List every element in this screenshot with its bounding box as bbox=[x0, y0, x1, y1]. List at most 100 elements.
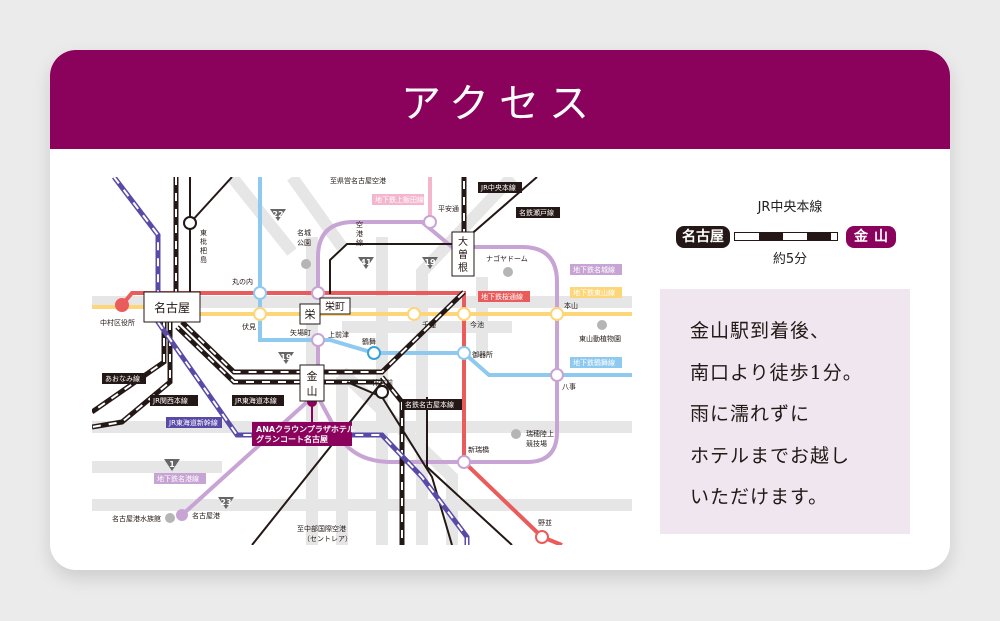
svg-text:地下鉄名城線: 地下鉄名城線 bbox=[573, 265, 615, 274]
svg-text:今池: 今池 bbox=[470, 320, 484, 329]
svg-text:野並: 野並 bbox=[538, 518, 552, 527]
svg-text:神宮前: 神宮前 bbox=[372, 378, 393, 387]
svg-text:平安通: 平安通 bbox=[438, 204, 459, 213]
label-shinkansen: JR東海道新幹線 bbox=[166, 417, 222, 428]
route-shield-41: 41 bbox=[358, 257, 374, 269]
meijo-line bbox=[316, 220, 559, 464]
svg-text:19: 19 bbox=[280, 353, 292, 362]
label-jr-tokaido: JR東海道本線 bbox=[232, 395, 284, 406]
route-map: 22 41 19 19 1 23 bbox=[92, 177, 632, 545]
svg-text:瑞穂陸上: 瑞穂陸上 bbox=[526, 429, 554, 438]
svg-text:名城: 名城 bbox=[297, 228, 311, 237]
station-sakaemachi: 栄町 bbox=[319, 297, 351, 315]
station-markers bbox=[115, 215, 564, 544]
svg-text:JR中央本線: JR中央本線 bbox=[480, 183, 516, 192]
svg-text:枇: 枇 bbox=[200, 237, 207, 246]
svg-text:公園: 公園 bbox=[297, 239, 311, 247]
label-meijo: 地下鉄名城線 bbox=[570, 264, 622, 275]
landmark-labels: 名城 公園 ナゴヤドーム 東山動植物園 瑞穂陸上 競技場 名古屋港水族館 至県営… bbox=[112, 177, 621, 543]
svg-text:金: 金 bbox=[307, 369, 318, 383]
svg-text:名古屋港水族館: 名古屋港水族館 bbox=[112, 514, 161, 523]
access-note-text: 金山駅到着後、 南口より徒歩1分。 雨に濡れずに ホテルまでお越し いただけます… bbox=[690, 320, 863, 508]
route-shield-22: 22 bbox=[270, 209, 286, 221]
svg-text:島: 島 bbox=[200, 255, 207, 264]
svg-text:御器所: 御器所 bbox=[472, 350, 493, 359]
svg-text:曽: 曽 bbox=[458, 248, 468, 261]
station-kanayama: 金 山 bbox=[299, 364, 325, 402]
svg-text:JR東海道本線: JR東海道本線 bbox=[234, 396, 277, 405]
landmark-dots bbox=[165, 259, 607, 523]
svg-text:1: 1 bbox=[169, 460, 175, 469]
label-sakura-dori: 地下鉄桜通線 bbox=[478, 291, 530, 302]
svg-text:JR関西本線: JR関西本線 bbox=[152, 396, 188, 405]
route-shield-23: 23 bbox=[218, 497, 234, 509]
svg-text:港: 港 bbox=[356, 229, 363, 238]
label-jr-kansai: JR関西本線 bbox=[150, 395, 198, 406]
svg-text:22: 22 bbox=[272, 210, 283, 219]
route-shield-1: 1 bbox=[164, 459, 180, 471]
svg-text:名鉄瀬戸線: 名鉄瀬戸線 bbox=[519, 208, 554, 217]
route-line-name: JR中央本線 bbox=[757, 200, 823, 215]
svg-text:地下鉄桜通線: 地下鉄桜通線 bbox=[481, 292, 523, 301]
svg-text:名古屋港: 名古屋港 bbox=[192, 511, 220, 520]
label-meitetsu-nagoya: 名鉄名古屋本線 bbox=[402, 399, 462, 410]
svg-text:41: 41 bbox=[360, 258, 372, 267]
svg-text:グランコート名古屋: グランコート名古屋 bbox=[256, 434, 328, 444]
svg-text:東山動植物園: 東山動植物園 bbox=[579, 334, 621, 343]
svg-text:八事: 八事 bbox=[562, 382, 576, 391]
svg-text:名古屋: 名古屋 bbox=[154, 300, 190, 315]
svg-text:根: 根 bbox=[458, 261, 468, 274]
svg-text:矢場町: 矢場町 bbox=[290, 328, 311, 337]
label-tsurumai: 地下鉄鶴舞線 bbox=[570, 357, 622, 368]
svg-text:新瑞橋: 新瑞橋 bbox=[468, 445, 489, 454]
svg-text:千種: 千種 bbox=[422, 320, 436, 329]
route-shield-19-south: 19 bbox=[278, 352, 294, 364]
svg-text:伏見: 伏見 bbox=[242, 322, 256, 331]
svg-text:至県営名古屋空港: 至県営名古屋空港 bbox=[330, 177, 386, 185]
route-from-badge: 名古屋 bbox=[676, 226, 730, 248]
svg-text:ANAクラウンプラザホテル: ANAクラウンプラザホテル bbox=[256, 424, 355, 434]
svg-text:名鉄名古屋本線: 名鉄名古屋本線 bbox=[405, 400, 454, 409]
svg-text:競技場: 競技場 bbox=[526, 439, 547, 448]
station-labels: 東 枇 杷 島 丸の内 伏見 矢場町 上前津 鶴舞 千種 今池 御器所 本山 八… bbox=[100, 204, 578, 527]
svg-text:鶴舞: 鶴舞 bbox=[362, 337, 376, 346]
svg-text:杷: 杷 bbox=[200, 246, 207, 255]
svg-text:JR東海道新幹線: JR東海道新幹線 bbox=[168, 418, 218, 427]
svg-text:地下鉄上飯田線: 地下鉄上飯田線 bbox=[375, 195, 424, 204]
station-nagoya: 名古屋 bbox=[143, 291, 201, 323]
label-meitetsu-seto: 名鉄瀬戸線 bbox=[516, 207, 560, 218]
svg-text:至中部国際空港: 至中部国際空港 bbox=[297, 524, 346, 533]
svg-text:丸の内: 丸の内 bbox=[232, 277, 253, 286]
header-bar: アクセス bbox=[50, 50, 950, 149]
svg-text:上前津: 上前津 bbox=[328, 330, 349, 339]
svg-text:東: 東 bbox=[200, 228, 207, 237]
station-ozone: 大 曽 根 bbox=[451, 231, 475, 277]
meitetsu-seto-line bbox=[329, 177, 538, 294]
svg-text:空: 空 bbox=[356, 220, 363, 229]
svg-text:23: 23 bbox=[220, 498, 231, 507]
label-higashiyama: 地下鉄東山線 bbox=[570, 287, 622, 298]
svg-text:地下鉄鶴舞線: 地下鉄鶴舞線 bbox=[573, 358, 615, 367]
svg-text:（セントレア）: （セントレア） bbox=[303, 535, 352, 543]
svg-text:大: 大 bbox=[458, 235, 468, 248]
svg-text:あおなみ線: あおなみ線 bbox=[105, 374, 140, 383]
svg-text:栄町: 栄町 bbox=[325, 301, 345, 313]
route-time: 約5分 bbox=[772, 252, 808, 267]
route-shield-19-north: 19 bbox=[422, 257, 438, 269]
svg-text:19: 19 bbox=[424, 258, 436, 267]
access-note: 金山駅到着後、 南口より徒歩1分。 雨に濡れずに ホテルまでお越し いただけます… bbox=[660, 289, 910, 534]
line-labels: JR中央本線 名鉄瀬戸線 地下鉄上飯田線 地下鉄名城線 地下鉄東山線 地下鉄桜通… bbox=[102, 182, 622, 484]
route-shields: 22 41 19 19 1 23 bbox=[164, 209, 438, 509]
meitetsu-inuyama-line bbox=[189, 177, 233, 302]
svg-text:山: 山 bbox=[307, 385, 318, 398]
label-aonami: あおなみ線 bbox=[102, 373, 146, 384]
label-meiko: 地下鉄名港線 bbox=[154, 473, 206, 484]
label-jr-chuo: JR中央本線 bbox=[478, 182, 522, 193]
svg-text:ナゴヤドーム: ナゴヤドーム bbox=[486, 254, 528, 263]
meiko-line bbox=[180, 390, 320, 517]
access-card: アクセス bbox=[50, 50, 950, 570]
label-kamiiida: 地下鉄上飯田線 bbox=[372, 194, 424, 205]
route-summary: JR中央本線 名古屋 金山 約5分 bbox=[670, 190, 910, 280]
svg-text:地下鉄東山線: 地下鉄東山線 bbox=[573, 288, 615, 297]
svg-text:中村区役所: 中村区役所 bbox=[100, 318, 135, 327]
